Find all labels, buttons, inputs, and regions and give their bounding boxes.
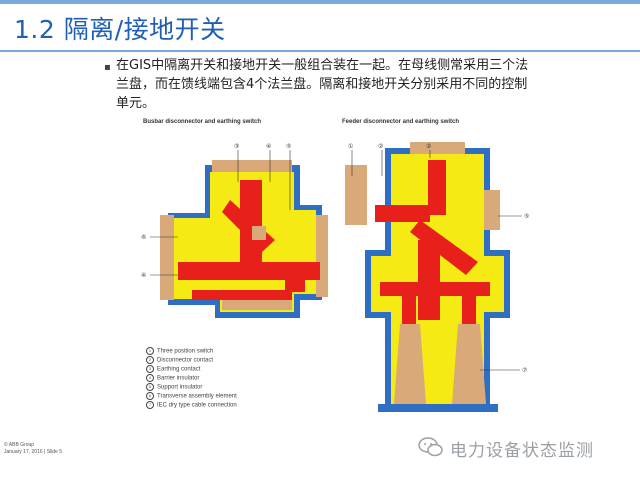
right-bus-bar: [380, 282, 490, 296]
callout-right-5: ⑦: [522, 367, 527, 374]
busbar-switch-diagram: [160, 160, 328, 318]
left-contact: [252, 226, 266, 240]
right-diagram-caption: Feeder disconnector and earthing switch: [342, 119, 460, 125]
callout-left-1: ③: [234, 143, 239, 150]
legend-label: IEC dry type cable connection: [157, 402, 237, 409]
callout-right-3: ②: [426, 143, 431, 150]
left-right-flange: [316, 215, 328, 297]
title-bottom-rule: [0, 50, 640, 52]
legend-number: 3: [146, 365, 154, 373]
legend-label: Disconnector contact: [157, 357, 214, 364]
right-right-flange: [484, 190, 500, 230]
callout-leaders: [150, 150, 522, 371]
legend-number: 1: [146, 347, 154, 355]
callout-right-4: ⑤: [524, 213, 529, 220]
legend-label: Support insulator: [157, 384, 203, 391]
callout-right-1: ①: [348, 143, 353, 150]
legend-number: 6: [146, 392, 154, 400]
right-conductor-diag: [410, 220, 478, 275]
wechat-icon: [418, 437, 443, 457]
right-conductor-top: [428, 160, 446, 215]
legend-number: 7: [146, 401, 154, 409]
left-conductor-main: [178, 262, 320, 280]
slide-footer: © ABB Group January 17, 2016 | Slide 5: [4, 442, 62, 456]
left-side-flange: [160, 215, 174, 300]
footer-date: January 17, 2016 | Slide 5: [4, 449, 63, 455]
left-lower-bar: [192, 290, 292, 300]
left-bottom-flange: [222, 300, 292, 310]
right-base-plate: [378, 404, 498, 412]
legend-label: Barrier insulator: [157, 375, 200, 382]
right-termination-left: [394, 324, 426, 404]
title-top-rule: [0, 0, 640, 4]
legend-number: 2: [146, 356, 154, 364]
legend-number: 4: [146, 374, 154, 382]
callout-left-4: ⑥: [141, 234, 146, 241]
legend-number: 5: [146, 383, 154, 391]
right-conductor-left: [375, 205, 430, 222]
legend-label: Earthing contact: [157, 366, 201, 373]
callout-left-5: ④: [141, 272, 146, 279]
right-conductor-center: [418, 240, 440, 320]
legend-label: Transverse assembly element: [157, 393, 237, 400]
right-top-flange: [410, 142, 465, 154]
callout-left-3: ⑤: [286, 143, 291, 150]
right-cable-left: [402, 296, 416, 324]
right-left-flange: [345, 165, 367, 225]
slide-title: 1.2 隔离/接地开关: [14, 15, 226, 44]
feeder-switch-diagram: [345, 142, 510, 412]
left-conductor-low: [285, 262, 305, 292]
left-diagram-caption: Busbar disconnector and earthing switch: [143, 119, 262, 125]
right-termination-right: [452, 324, 486, 404]
left-top-flange: [212, 160, 292, 172]
bullet-icon: ▪: [104, 62, 111, 73]
callout-labels: ③ ④ ⑤ ⑥ ④ ① ② ② ⑤ ⑦: [141, 143, 529, 374]
footer-copyright: © ABB Group: [4, 442, 35, 448]
slide-title-bar: 1.2 隔离/接地开关: [0, 0, 640, 52]
legend-label: Three position switch: [157, 348, 214, 355]
right-cable-right: [462, 296, 476, 324]
callout-right-2: ②: [378, 143, 383, 150]
callout-left-2: ④: [266, 143, 271, 150]
watermark-text: 电力设备状态监测: [450, 441, 594, 461]
bullet-text: 在GIS中隔离开关和接地开关一般组合装在一起。在母线侧常采用三个法兰盘，而在馈线…: [116, 58, 529, 111]
